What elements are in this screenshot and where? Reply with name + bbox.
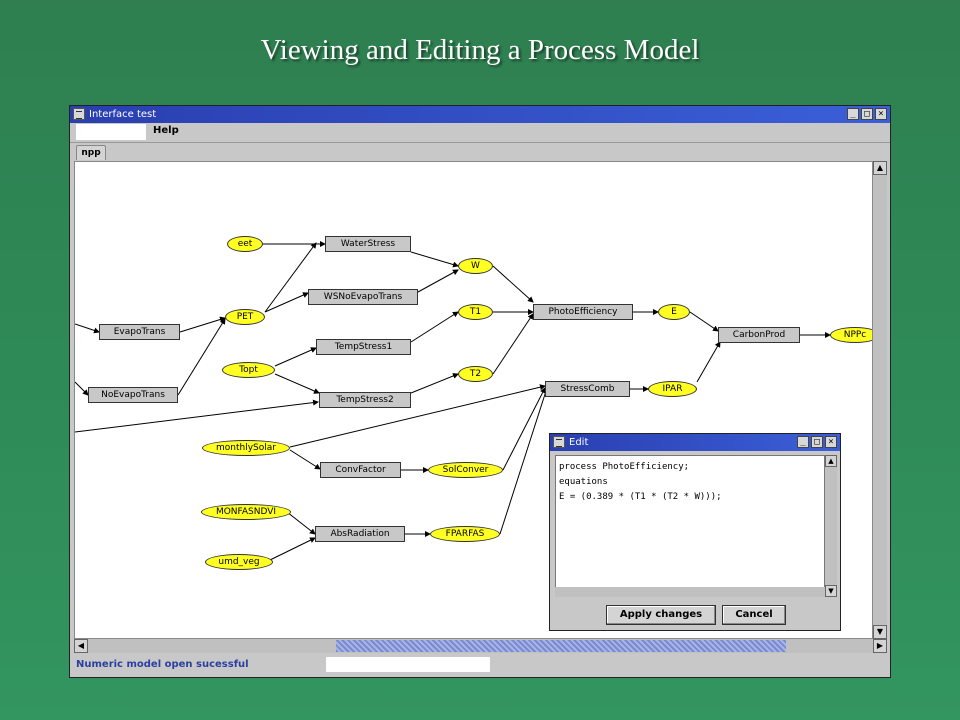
edge bbox=[274, 373, 320, 394]
edge bbox=[75, 381, 89, 396]
process-node-tempstress1[interactable]: TempStress1 bbox=[316, 339, 411, 355]
system-menu-icon[interactable] bbox=[553, 436, 565, 448]
model-canvas[interactable]: EvapoTrans NoEvapoTrans WaterStress WSNo… bbox=[74, 161, 873, 639]
variable-node-pet[interactable]: PET bbox=[225, 309, 265, 325]
status-bar: Numeric model open sucessful bbox=[70, 655, 890, 675]
scroll-left-icon[interactable]: ◀ bbox=[74, 639, 88, 653]
edge bbox=[75, 323, 100, 334]
variable-node-t1[interactable]: T1 bbox=[458, 304, 493, 320]
variable-node-e[interactable]: E bbox=[658, 304, 690, 320]
edge bbox=[264, 292, 309, 313]
edge bbox=[492, 265, 534, 303]
edge bbox=[75, 399, 319, 433]
variable-node-solconver[interactable]: SolConver bbox=[428, 462, 503, 478]
menu-help[interactable]: Help bbox=[153, 125, 179, 136]
status-blank-field bbox=[326, 657, 490, 672]
dialog-title: Edit bbox=[569, 437, 589, 448]
minimize-icon[interactable]: _ bbox=[847, 108, 859, 120]
editor-vertical-scrollbar[interactable]: ▲ ▼ bbox=[825, 455, 837, 597]
variable-node-nppc[interactable]: NPPc bbox=[830, 327, 872, 343]
scroll-up-icon[interactable]: ▲ bbox=[873, 161, 887, 175]
process-node-photoefficiency[interactable]: PhotoEfficiency bbox=[533, 304, 633, 320]
variable-node-monfasndvi[interactable]: MONFASNDVI bbox=[201, 504, 291, 520]
tab-npp[interactable]: npp bbox=[76, 145, 106, 160]
variable-node-fparfas[interactable]: FPARFAS bbox=[430, 526, 500, 542]
process-node-waterstress[interactable]: WaterStress bbox=[325, 236, 411, 252]
edge bbox=[269, 537, 316, 561]
system-menu-icon[interactable] bbox=[73, 108, 85, 120]
edit-dialog: Edit _ □ × process PhotoEfficiency; equat… bbox=[549, 433, 841, 631]
scroll-right-icon[interactable]: ▶ bbox=[873, 639, 887, 653]
code-line: equations bbox=[559, 477, 608, 487]
edge bbox=[696, 341, 721, 383]
edge bbox=[264, 242, 317, 313]
variable-node-monthlysolar[interactable]: monthlySolar bbox=[202, 440, 290, 456]
edge bbox=[177, 318, 226, 396]
edge bbox=[417, 269, 459, 293]
status-text: Numeric model open sucessful bbox=[76, 659, 249, 670]
process-node-carbonprod[interactable]: CarbonProd bbox=[718, 327, 800, 343]
process-node-tempstress2[interactable]: TempStress2 bbox=[319, 392, 411, 408]
menu-blank-area bbox=[76, 124, 146, 140]
edge bbox=[289, 449, 321, 470]
main-window: Interface test _ □ × Help npp bbox=[69, 105, 891, 678]
edge bbox=[274, 347, 317, 367]
scroll-up-icon[interactable]: ▲ bbox=[825, 455, 837, 467]
edge bbox=[502, 387, 546, 471]
apply-changes-button[interactable]: Apply changes bbox=[606, 605, 716, 625]
variable-node-umd-veg[interactable]: umd_veg bbox=[205, 554, 273, 570]
edge bbox=[410, 251, 459, 268]
code-line: E = (0.389 * (T1 * (T2 * W))); bbox=[559, 492, 722, 502]
window-titlebar[interactable]: Interface test _ □ × bbox=[70, 106, 890, 123]
minimize-icon[interactable]: _ bbox=[797, 436, 809, 448]
dialog-titlebar[interactable]: Edit _ □ × bbox=[550, 434, 840, 451]
code-editor[interactable]: process PhotoEfficiency; equations E = (0.… bbox=[555, 455, 825, 597]
close-icon[interactable]: × bbox=[875, 108, 887, 120]
edge bbox=[179, 316, 226, 333]
tab-bar: npp bbox=[70, 143, 890, 161]
variable-node-t2[interactable]: T2 bbox=[458, 366, 493, 382]
edge bbox=[286, 511, 316, 535]
canvas-horizontal-scrollbar[interactable]: ◀ ▶ bbox=[74, 639, 887, 653]
process-node-absradiation[interactable]: AbsRadiation bbox=[315, 526, 405, 542]
maximize-icon[interactable]: □ bbox=[811, 436, 823, 448]
horizontal-scroll-thumb[interactable] bbox=[336, 640, 786, 652]
edge bbox=[410, 311, 459, 343]
process-node-wsnoevapotrans[interactable]: WSNoEvapoTrans bbox=[308, 289, 418, 305]
edge bbox=[289, 384, 546, 448]
maximize-icon[interactable]: □ bbox=[861, 108, 873, 120]
variable-node-eet[interactable]: eet bbox=[227, 236, 263, 252]
edge bbox=[499, 387, 549, 535]
edge bbox=[689, 311, 719, 332]
cancel-button[interactable]: Cancel bbox=[722, 605, 786, 625]
slide-title: Viewing and Editing a Process Model bbox=[260, 34, 700, 66]
process-node-stresscomb[interactable]: StressComb bbox=[545, 381, 630, 397]
code-line: process PhotoEfficiency; bbox=[559, 462, 690, 472]
variable-node-ipar[interactable]: IPAR bbox=[648, 381, 697, 397]
editor-horizontal-scrollbar[interactable] bbox=[555, 587, 825, 597]
scroll-down-icon[interactable]: ▼ bbox=[873, 625, 887, 639]
edge bbox=[410, 373, 459, 394]
canvas-vertical-scrollbar[interactable]: ▲ ▼ bbox=[873, 161, 887, 639]
graph-edges bbox=[75, 241, 831, 561]
window-title: Interface test bbox=[89, 109, 157, 120]
close-icon[interactable]: × bbox=[825, 436, 837, 448]
menu-bar: Help bbox=[70, 123, 890, 143]
variable-node-w[interactable]: W bbox=[458, 258, 493, 274]
variable-node-topt[interactable]: Topt bbox=[222, 362, 275, 378]
process-node-noevapotrans[interactable]: NoEvapoTrans bbox=[88, 387, 178, 403]
edge bbox=[492, 313, 534, 375]
scroll-down-icon[interactable]: ▼ bbox=[825, 585, 837, 597]
process-node-evapotrans[interactable]: EvapoTrans bbox=[99, 324, 180, 340]
process-node-convfactor[interactable]: ConvFactor bbox=[320, 462, 401, 478]
